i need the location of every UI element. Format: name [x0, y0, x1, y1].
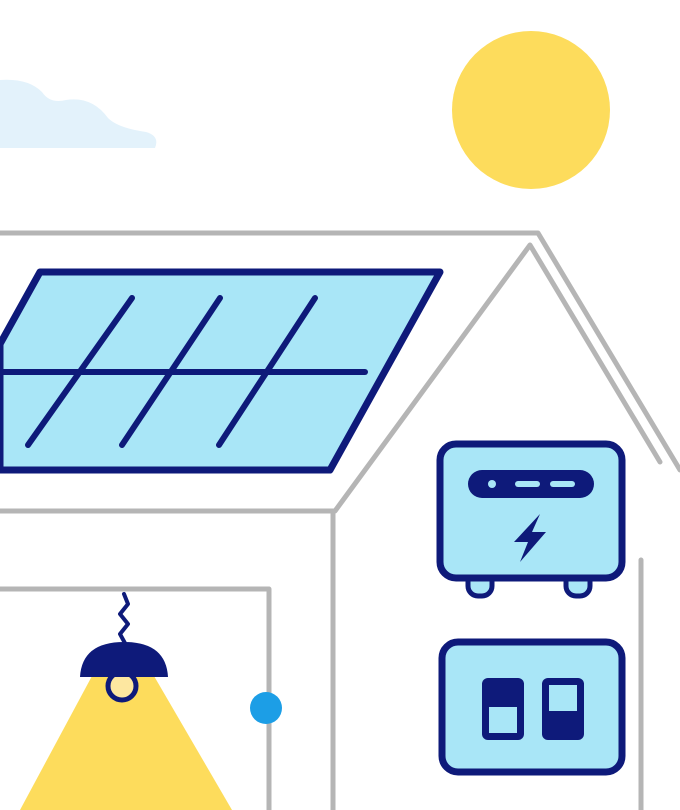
cloud-icon: [0, 79, 157, 148]
house-outline: [0, 230, 680, 810]
light-beam: [20, 676, 232, 810]
breaker-panel-icon: [438, 638, 626, 776]
solar-panel-icon: [0, 268, 444, 474]
inverter-icon: [436, 440, 626, 599]
lightning-bolt-icon: [514, 514, 546, 562]
sun-icon: [452, 31, 610, 189]
power-wires: [267, 369, 533, 711]
junction-dot-icon: [250, 692, 282, 724]
pendant-lamp-icon: [20, 592, 232, 810]
